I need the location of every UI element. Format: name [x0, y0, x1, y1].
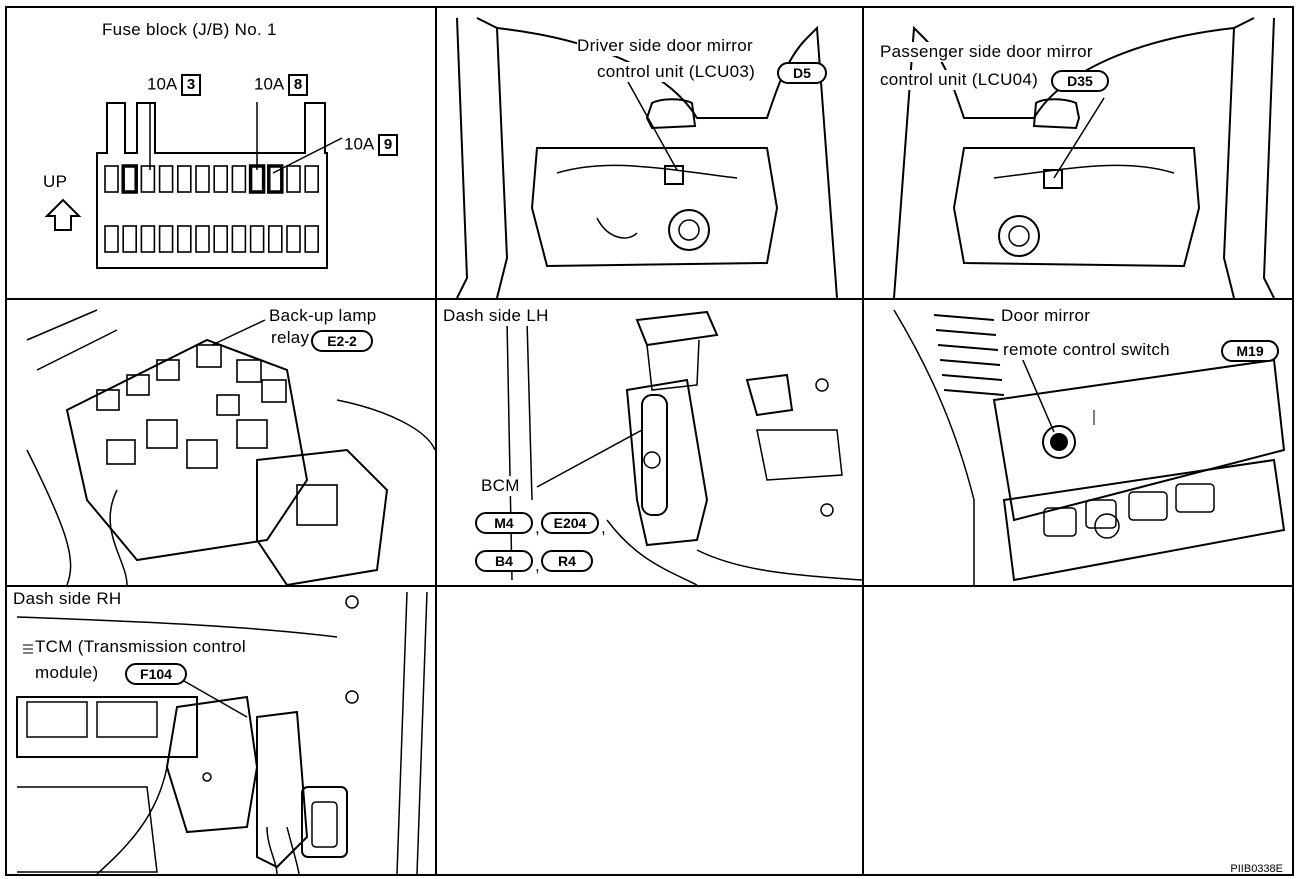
driver-mirror-line2: control unit (LCU03): [597, 62, 755, 82]
connector-separator: ,: [535, 556, 540, 576]
fuse-slot: [178, 226, 191, 252]
figure-code: PIIB0338E: [1230, 863, 1283, 875]
fuse-slot: [123, 166, 136, 192]
up-arrow-icon: [47, 200, 79, 230]
driver-mirror-line1: Driver side door mirror: [577, 36, 753, 56]
mirror-switch-panel: Door mirror remote control switch M19: [864, 300, 1292, 585]
mirror-switch-line1: Door mirror: [1001, 306, 1090, 326]
fuse-slot: [141, 226, 154, 252]
dash-lh-panel: Dash side LH BCM M4 , E204 , B4 , R4: [437, 300, 862, 585]
connector-b4: B4: [475, 550, 533, 572]
connector-separator: ,: [601, 518, 606, 538]
fuse-slot: [178, 166, 191, 192]
dash-rh-drawing: [7, 587, 435, 874]
connector-r4: R4: [541, 550, 593, 572]
fuse-slot: [105, 166, 118, 192]
fuse-block-panel: Fuse block (J/B) No. 1 10A 3 10A 8 10A 9…: [7, 8, 435, 298]
fuse-slot: [305, 166, 318, 192]
dash-lh-drawing: [437, 300, 862, 585]
connector-e204: E204: [541, 512, 599, 534]
fuse-slot: [269, 226, 282, 252]
backup-relay-line2: relay: [271, 328, 309, 348]
fuse-slot: [105, 226, 118, 252]
fuse-block-drawing: [7, 8, 435, 298]
fuse-slot: [141, 166, 154, 192]
fuse-slot: [287, 166, 300, 192]
fuse-slot: [232, 226, 245, 252]
backup-relay-line1: Back-up lamp: [269, 306, 377, 326]
fuse-slot: [214, 166, 227, 192]
passenger-door-panel: Passenger side door mirror control unit …: [864, 8, 1292, 298]
fuse-slot: [160, 226, 173, 252]
engine-room-panel: Back-up lamp relay E2-2: [7, 300, 435, 585]
mirror-switch-line2: remote control switch: [1003, 340, 1170, 360]
connector-d5: D5: [777, 62, 827, 84]
fuse-slot: [251, 226, 264, 252]
tcm-line1: TCM (Transmission control: [35, 637, 246, 657]
passenger-mirror-line1: Passenger side door mirror: [880, 42, 1093, 62]
connector-m19: M19: [1221, 340, 1279, 362]
fuse-slot: [196, 226, 209, 252]
fuse-slot: [232, 166, 245, 192]
dash-rh-panel: Dash side RH TCM (Transmission control m…: [7, 587, 435, 874]
fuse-slot: [123, 226, 136, 252]
connector-separator: ,: [535, 518, 540, 538]
passenger-mirror-line2: control unit (LCU04): [880, 70, 1038, 90]
tcm-line2: module): [35, 663, 99, 683]
fuse-slot: [305, 226, 318, 252]
connector-m4: M4: [475, 512, 533, 534]
driver-door-panel: Driver side door mirror control unit (LC…: [437, 8, 862, 298]
connector-d35: D35: [1051, 70, 1109, 92]
fuse-slot: [287, 226, 300, 252]
fuse-slot: [214, 226, 227, 252]
fuse-slot: [160, 166, 173, 192]
connector-e2-2: E2-2: [311, 330, 373, 352]
connector-f104: F104: [125, 663, 187, 685]
dash-rh-title: Dash side RH: [13, 589, 121, 609]
bcm-label: BCM: [481, 476, 520, 496]
fuse-slot: [196, 166, 209, 192]
dash-lh-title: Dash side LH: [443, 306, 549, 326]
